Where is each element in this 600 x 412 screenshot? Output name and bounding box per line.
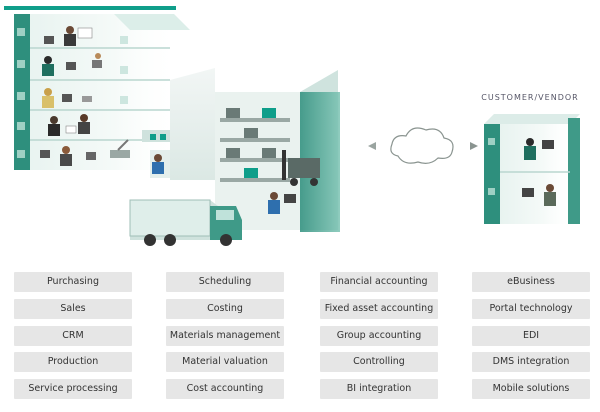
module-box: Material valuation xyxy=(166,352,284,372)
module-box: Fixed asset accounting xyxy=(320,299,438,319)
module-box: Materials management xyxy=(166,326,284,346)
module-box: EDI xyxy=(472,326,590,346)
module-box: Service processing xyxy=(14,379,132,399)
customer-vendor-label: CUSTOMER/VENDOR xyxy=(481,93,579,102)
module-box: Controlling xyxy=(320,352,438,372)
module-box: Portal technology xyxy=(472,299,590,319)
top-accent-bar xyxy=(4,6,176,10)
cloud-icon xyxy=(390,127,454,164)
warehouse xyxy=(170,68,340,232)
module-box: CRM xyxy=(14,326,132,346)
office-building xyxy=(14,14,190,170)
module-box: Sales xyxy=(14,299,132,319)
module-box: BI integration xyxy=(320,379,438,399)
truck-icon xyxy=(129,199,242,246)
office-workers xyxy=(40,26,102,166)
module-box: Group accounting xyxy=(320,326,438,346)
module-box: eBusiness xyxy=(472,272,590,292)
module-box: DMS integration xyxy=(472,352,590,372)
module-box: Mobile solutions xyxy=(472,379,590,399)
enterprise-scene-illustration xyxy=(4,6,580,246)
module-box: Financial accounting xyxy=(320,272,438,292)
module-box: Purchasing xyxy=(14,272,132,292)
module-box: Costing xyxy=(166,299,284,319)
module-box: Production xyxy=(14,352,132,372)
customer-vendor-building xyxy=(484,114,580,224)
module-box: Cost accounting xyxy=(166,379,284,399)
module-box: Scheduling xyxy=(166,272,284,292)
